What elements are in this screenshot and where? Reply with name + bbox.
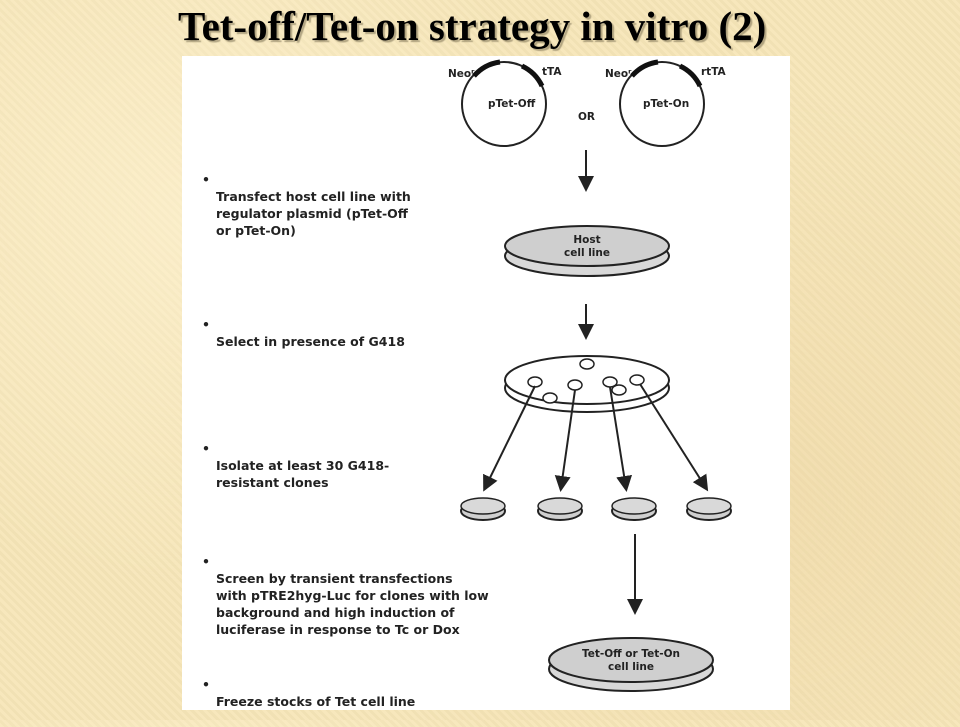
arrow-to-clone-1 [483,385,536,492]
step-transfect: • Transfect host cell line with regulato… [202,154,411,256]
plasmid-ptet-on [619,59,705,147]
step-text: Screen by transient transfections with p… [216,571,489,637]
host-cell-dish [504,225,670,277]
bullet-icon: • [202,554,210,569]
left-plasmid-name: pTet-Off [488,98,536,110]
final-cell-line-label: Tet-Off or Tet-On cell line [581,648,681,673]
selection-dish [504,355,670,413]
step-screen: • Screen by transient transfections with… [202,536,489,655]
bullet-icon: • [202,172,210,187]
slide-title: Tet-off/Tet-on strategy in vitro (2) [178,3,767,49]
bullet-icon: • [202,677,210,692]
right-plasmid-name: pTet-On [643,98,690,110]
clone-dish [537,497,583,521]
arrow-to-clone-3 [609,386,633,492]
colony [629,374,645,386]
step-freeze: • Freeze stocks of Tet cell line [202,659,415,727]
arrow-to-clone-2 [554,389,576,492]
diagram-graphics [460,59,732,692]
colony [542,392,558,404]
host-cell-line-label: Host cell line [564,234,610,259]
right-plasmid-marker-neo: Neoʳ [605,68,632,80]
colony [567,379,583,391]
step-text: Freeze stocks of Tet cell line [216,694,416,709]
arrow-to-clone-4 [639,383,709,492]
final-cell-dish [548,637,714,692]
clone-dish [686,497,732,521]
colony [527,376,543,388]
clone-dish [611,497,657,521]
step-text: Select in presence of G418 [216,334,405,349]
diagram-panel: Neoʳ tTA pTet-Off Neoʳ rtTA pTet-On OR H… [182,56,790,710]
step-select: • Select in presence of G418 [202,299,405,367]
plasmid-ptet-off [461,59,547,147]
step-text: Isolate at least 30 G418- resistant clon… [216,458,390,490]
bullet-icon: • [202,441,210,456]
right-plasmid-marker-rtta: rtTA [701,66,726,78]
step-text: Transfect host cell line with regulator … [216,189,411,238]
colony [579,358,595,370]
or-label: OR [578,111,596,123]
left-plasmid-marker-neo: Neoʳ [448,68,475,80]
step-isolate: • Isolate at least 30 G418- resistant cl… [202,423,389,508]
colony [611,384,627,396]
bullet-icon: • [202,317,210,332]
clone-dish [460,497,506,521]
left-plasmid-marker-tta: tTA [542,66,562,78]
